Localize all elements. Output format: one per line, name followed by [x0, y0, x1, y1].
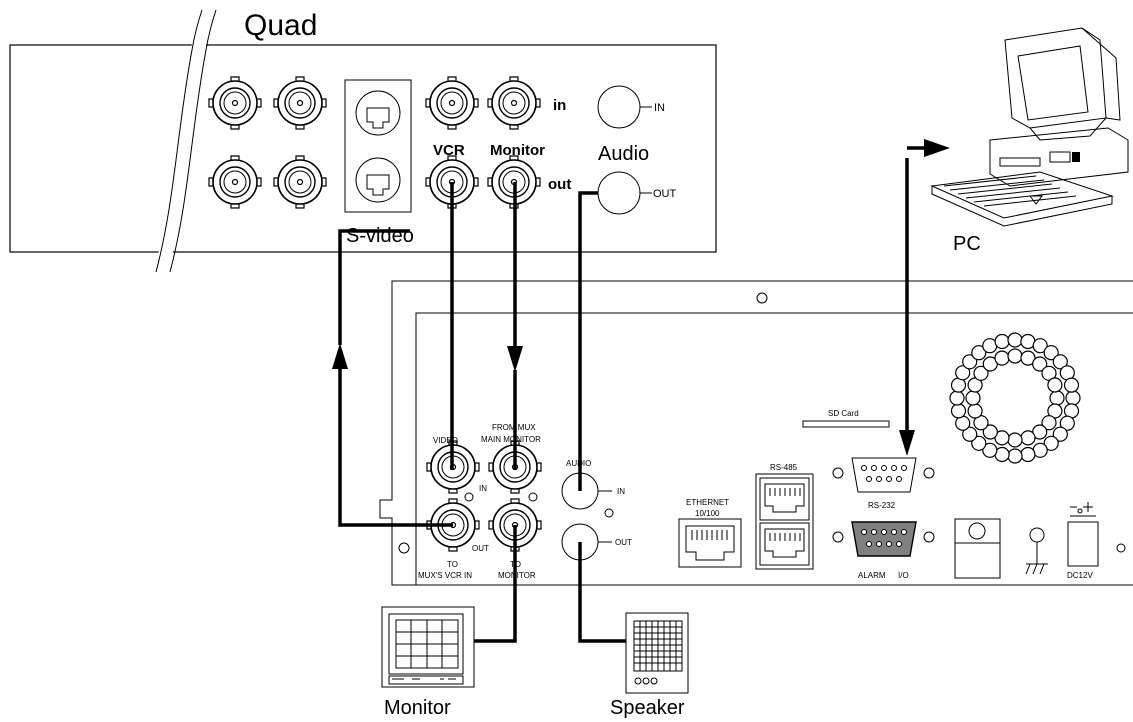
cable-to-speaker: [578, 542, 626, 643]
dvr-io-label: I/O: [898, 571, 909, 580]
fan-hole: [1020, 446, 1036, 463]
dvr-video-in-label: IN: [479, 484, 487, 493]
dvr-ethernet-label-2: 10/100: [695, 509, 720, 518]
monitor-icon: [381, 606, 475, 688]
quad-svideo-label: S-video: [346, 225, 414, 247]
monitor-label: Monitor: [384, 697, 451, 719]
pc-icon: [930, 27, 1129, 227]
dvr-rs485-ports: [755, 473, 814, 570]
fan-hole: [967, 403, 983, 419]
pc-label: PC: [953, 233, 981, 255]
fan-hole: [962, 354, 978, 370]
dvr-audio-in-label: IN: [617, 487, 625, 496]
fan-hole: [994, 350, 1010, 366]
fan-hole: [1043, 345, 1059, 361]
fan-hole: [1052, 354, 1068, 370]
dvr-power-switch: [954, 518, 1001, 579]
fan-hole: [982, 424, 998, 440]
dvr-to-vcr-label-1: TO: [447, 560, 458, 569]
fan-hole: [1047, 377, 1063, 393]
quad-title: Quad: [244, 9, 317, 42]
fan-grille: [949, 332, 1081, 464]
dvr-video-label: VIDEO: [433, 436, 458, 445]
fan-hole: [955, 365, 971, 381]
dvr-unit: VIDEO FROM MUX MAIN MONITOR IN OUT TO MU…: [379, 280, 1133, 586]
fan-hole: [1043, 435, 1059, 451]
fan-hole: [1032, 356, 1048, 372]
fan-hole: [982, 442, 998, 458]
quad-audio-in-label: IN: [654, 102, 665, 114]
fan-hole: [1007, 448, 1023, 464]
cable-monitor-out: [507, 182, 523, 470]
fan-hole: [1020, 430, 1036, 446]
dvr-video-out-label: OUT: [472, 544, 489, 553]
fan-hole: [949, 390, 965, 406]
fan-hole: [1063, 377, 1080, 393]
dvr-audio-out-jack: [561, 523, 612, 561]
fan-hole: [973, 365, 989, 381]
quad-out-label: out: [548, 176, 571, 193]
dvr-rs232-port: [832, 457, 935, 493]
fan-hole: [1007, 348, 1023, 364]
dvr-to-vcr-label-2: MUX'S VCR IN: [418, 571, 472, 580]
fan-hole: [1059, 415, 1075, 431]
cable-audio: [578, 191, 598, 491]
fan-hole: [1007, 432, 1023, 448]
ground-icon: [1025, 527, 1048, 575]
fan-hole: [1049, 390, 1065, 406]
cable-to-vcr-in: [332, 229, 453, 527]
speaker-label: Speaker: [610, 697, 685, 719]
dvr-sd-card-slot: [802, 420, 890, 428]
speaker-icon: [625, 612, 689, 694]
quad-vcr-label: VCR: [433, 142, 465, 159]
fan-hole: [1032, 338, 1048, 354]
fan-hole: [971, 435, 987, 451]
fan-hole: [950, 403, 967, 419]
fan-hole: [965, 390, 981, 406]
dc-power-jack: [1067, 502, 1099, 567]
cable-to-monitor: [474, 525, 517, 643]
dvr-dc12v-label: DC12V: [1067, 571, 1093, 580]
dvr-rs232-label: RS-232: [868, 501, 896, 510]
dvr-audio-in-jack: [561, 472, 612, 510]
fan-hole: [1065, 390, 1081, 406]
fan-hole: [1007, 332, 1023, 348]
dvr-ethernet-port: [678, 518, 742, 568]
fan-hole: [971, 345, 987, 361]
fan-hole: [962, 426, 978, 442]
fan-hole: [1041, 415, 1057, 431]
quad-audio-out-label: OUT: [653, 188, 677, 200]
dvr-sd-card-label: SD Card: [828, 409, 859, 418]
quad-audio-label: Audio: [598, 143, 649, 165]
dvr-alarm-label: ALARM: [858, 571, 886, 580]
dvr-main-monitor-label: MAIN MONITOR: [481, 435, 541, 444]
cable-pc-rs232: [899, 139, 950, 456]
quad-svideo-block: [344, 79, 412, 213]
quad-monitor-label: Monitor: [490, 142, 545, 159]
quad-in-label: in: [553, 97, 566, 114]
quad-audio-in-jack: [597, 85, 652, 129]
dvr-ethernet-label-1: ETHERNET: [686, 498, 729, 507]
dvr-alarm-io-port: [832, 521, 935, 557]
dvr-to-monitor-label-2: MONITOR: [498, 571, 536, 580]
dvr-audio-out-label: OUT: [615, 538, 632, 547]
dvr-rs485-label: RS-485: [770, 463, 798, 472]
quad-unit: Quad S-video in out VCR Monitor IN Audio: [9, 7, 717, 273]
fan-hole: [994, 333, 1010, 350]
fan-hole: [1052, 426, 1068, 442]
